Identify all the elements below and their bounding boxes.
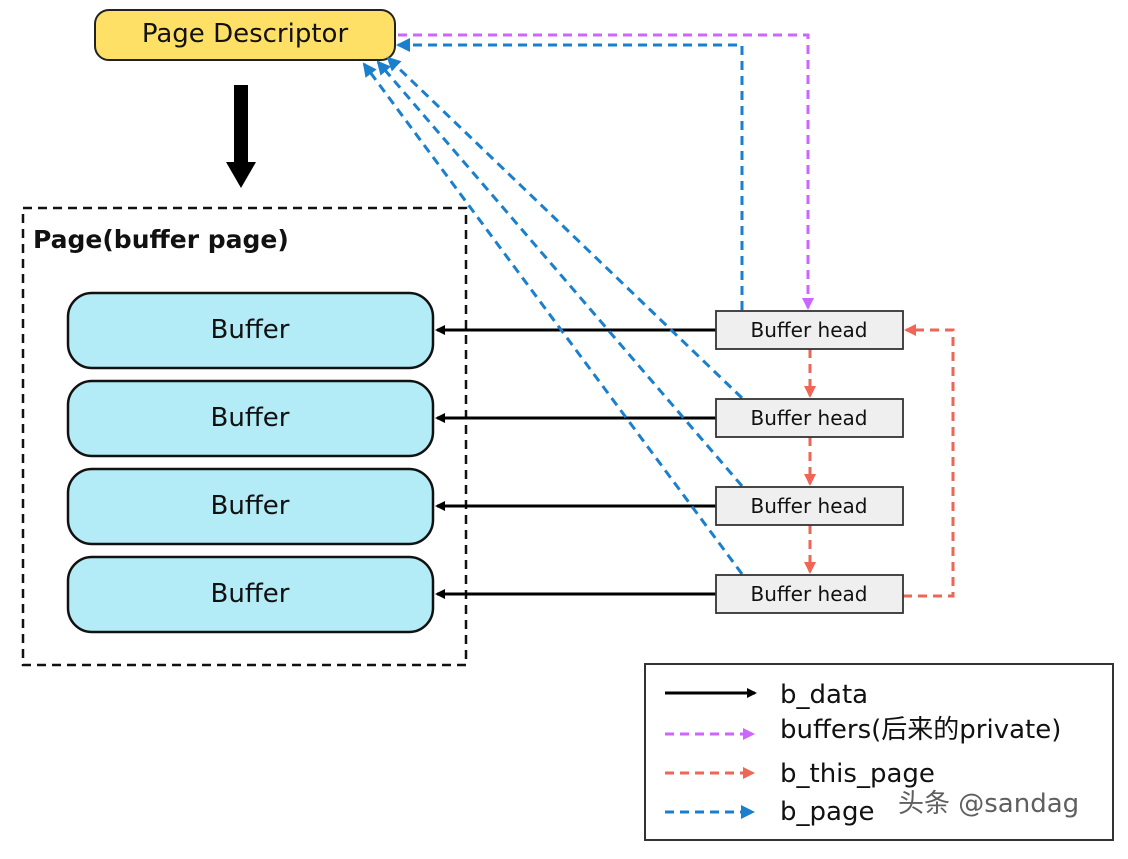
buffer-head-node: Buffer head xyxy=(715,310,904,350)
down-arrow-icon xyxy=(226,85,256,188)
b-data-arrows xyxy=(435,325,716,599)
legend-item-b-this-page: b_this_page xyxy=(665,759,935,789)
buffers-pointer-arrow xyxy=(398,33,814,310)
buffer-label: Buffer xyxy=(211,579,290,609)
buffer-head-label: Buffer head xyxy=(751,582,868,606)
page-descriptor-label: Page Descriptor xyxy=(142,19,349,49)
buffer-label: Buffer xyxy=(211,315,290,345)
buffer-head-node: Buffer head xyxy=(715,398,904,438)
legend: b_data buffers(后来的private) b_this_page b… xyxy=(644,663,1114,841)
legend-item-buffers: buffers(后来的private) xyxy=(665,715,1061,745)
watermark-text: 头条 @sandag xyxy=(898,789,1079,819)
page-descriptor-node: Page Descriptor xyxy=(94,9,396,61)
page-box-title: Page(buffer page) xyxy=(33,225,289,254)
buffer-block: Buffer xyxy=(66,555,435,634)
b-this-page-arrows xyxy=(804,324,955,598)
buffer-label: Buffer xyxy=(211,403,290,433)
buffer-head-label: Buffer head xyxy=(751,318,868,342)
legend-label: buffers(后来的private) xyxy=(780,715,1061,745)
legend-label: b_this_page xyxy=(780,759,935,789)
buffer-head-label: Buffer head xyxy=(751,494,868,518)
legend-item-b-page: b_page xyxy=(665,797,874,827)
buffer-head-node: Buffer head xyxy=(715,574,904,614)
buffer-head-node: Buffer head xyxy=(715,486,904,526)
buffer-head-label: Buffer head xyxy=(751,406,868,430)
b-page-arrows xyxy=(362,38,744,575)
legend-label: b_data xyxy=(780,680,868,710)
buffer-block: Buffer xyxy=(66,467,435,546)
buffer-block: Buffer xyxy=(66,291,435,370)
buffer-block: Buffer xyxy=(66,379,435,458)
legend-item-b-data: b_data xyxy=(665,680,868,710)
legend-label: b_page xyxy=(780,797,874,827)
buffer-label: Buffer xyxy=(211,491,290,521)
